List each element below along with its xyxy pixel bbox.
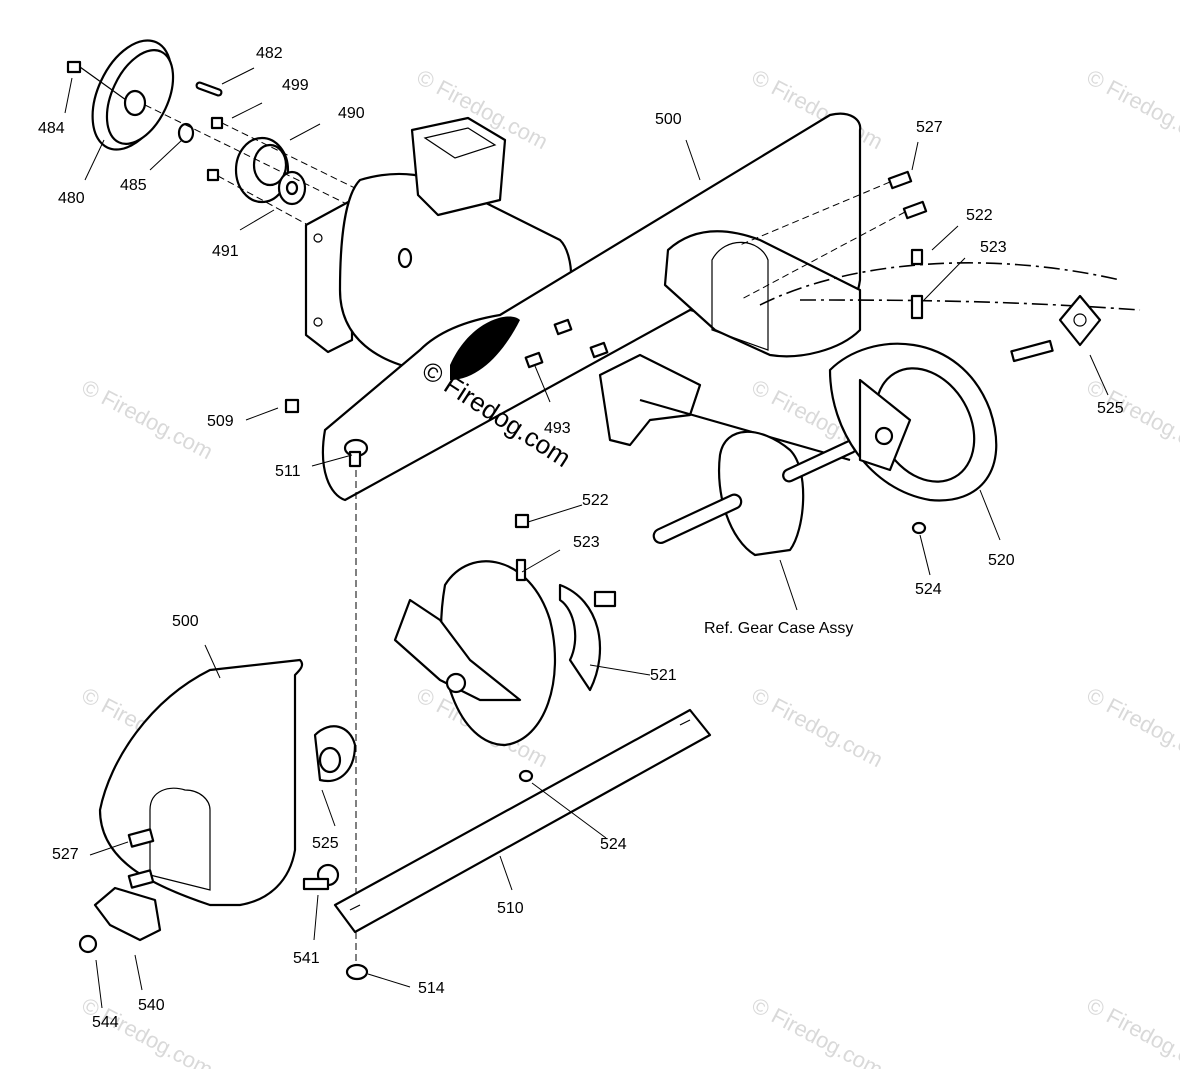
- bolt-493: [524, 351, 544, 369]
- callout-527-top: 527: [916, 119, 943, 136]
- callout-514: 514: [418, 980, 445, 997]
- leader-lines: [64, 67, 1109, 1009]
- bearing-525: [1058, 294, 1102, 347]
- callout-491: 491: [212, 243, 239, 260]
- watermark: © Firedog.com: [748, 682, 887, 772]
- callout-482: 482: [256, 45, 283, 62]
- screw-527: [887, 170, 913, 190]
- housing-body: [321, 112, 862, 502]
- callout-522-mid: 522: [582, 492, 609, 509]
- washer-485: [177, 122, 195, 144]
- callout-523-top: 523: [980, 239, 1007, 256]
- callout-485: 485: [120, 177, 147, 194]
- callout-490: 490: [338, 105, 365, 122]
- auger-520: [828, 248, 1102, 535]
- screw-509: [284, 398, 300, 414]
- screw-527-left: [127, 828, 155, 848]
- callout-510: 510: [497, 900, 524, 917]
- scraper-bar: [333, 708, 712, 934]
- callout-480: 480: [58, 190, 85, 207]
- chute-opening: [410, 116, 507, 217]
- impeller: [598, 353, 702, 447]
- mounting-plate: [304, 198, 354, 354]
- callout-511: 511: [275, 463, 301, 480]
- nut-524-left: [518, 769, 534, 783]
- side-plate: [98, 658, 304, 907]
- callout-524-left: 524: [600, 836, 627, 853]
- watermark: © Firedog.com: [1083, 992, 1180, 1069]
- callout-524-right: 524: [915, 581, 942, 598]
- shaft: [652, 493, 743, 545]
- auger-opening: [450, 316, 520, 380]
- gear-case: [718, 430, 805, 557]
- bolt-522-left: [514, 513, 530, 529]
- auger-521: [393, 513, 617, 783]
- callout-527-left: 527: [52, 846, 79, 863]
- skid-540: [93, 886, 162, 942]
- nut-524: [911, 521, 927, 535]
- callout-520: 520: [988, 552, 1015, 569]
- callout-500-left: 500: [172, 613, 199, 630]
- callout-521: 521: [650, 667, 677, 684]
- side-plate-500: [78, 658, 357, 954]
- watermark: © Firedog.com: [1083, 64, 1180, 154]
- callout-gear-case: Ref. Gear Case Assy: [704, 620, 853, 637]
- callout-484: 484: [38, 120, 65, 137]
- callout-541: 541: [293, 950, 320, 967]
- callout-525-left: 525: [312, 835, 339, 852]
- watermark: © Firedog.com: [1083, 374, 1180, 464]
- pulley-hub: [123, 89, 147, 117]
- callout-500-top: 500: [655, 111, 682, 128]
- nut-544: [78, 934, 98, 954]
- pin-523: [910, 294, 924, 320]
- pulley-assembly-drawing: [66, 39, 411, 276]
- watermark: © Firedog.com: [78, 374, 217, 464]
- auger-housing-500: © Firedog.com: [284, 112, 928, 502]
- nut-514: [345, 963, 369, 981]
- callout-509: 509: [207, 413, 234, 430]
- key-482: [195, 81, 223, 97]
- callout-522-top: 522: [966, 207, 993, 224]
- watermark: © Firedog.com: [1083, 682, 1180, 772]
- bolt-484: [66, 60, 82, 74]
- bolt-522: [910, 248, 924, 266]
- callout-540: 540: [138, 997, 165, 1014]
- callout-544: 544: [92, 1014, 119, 1031]
- callout-493: 493: [544, 420, 571, 437]
- callout-525-right: 525: [1097, 400, 1124, 417]
- callout-499: 499: [282, 77, 309, 94]
- scraper-bar-510: [333, 708, 712, 981]
- watermark: © Firedog.com: [748, 992, 887, 1069]
- gear-case-assembly: [598, 353, 858, 557]
- housing-end-cap: [663, 230, 862, 358]
- pin-523-left: [515, 558, 527, 582]
- callout-labels: 482 499 490 484 480 485 491 500 527 522 …: [38, 45, 1124, 1031]
- callout-523-mid: 523: [573, 534, 600, 551]
